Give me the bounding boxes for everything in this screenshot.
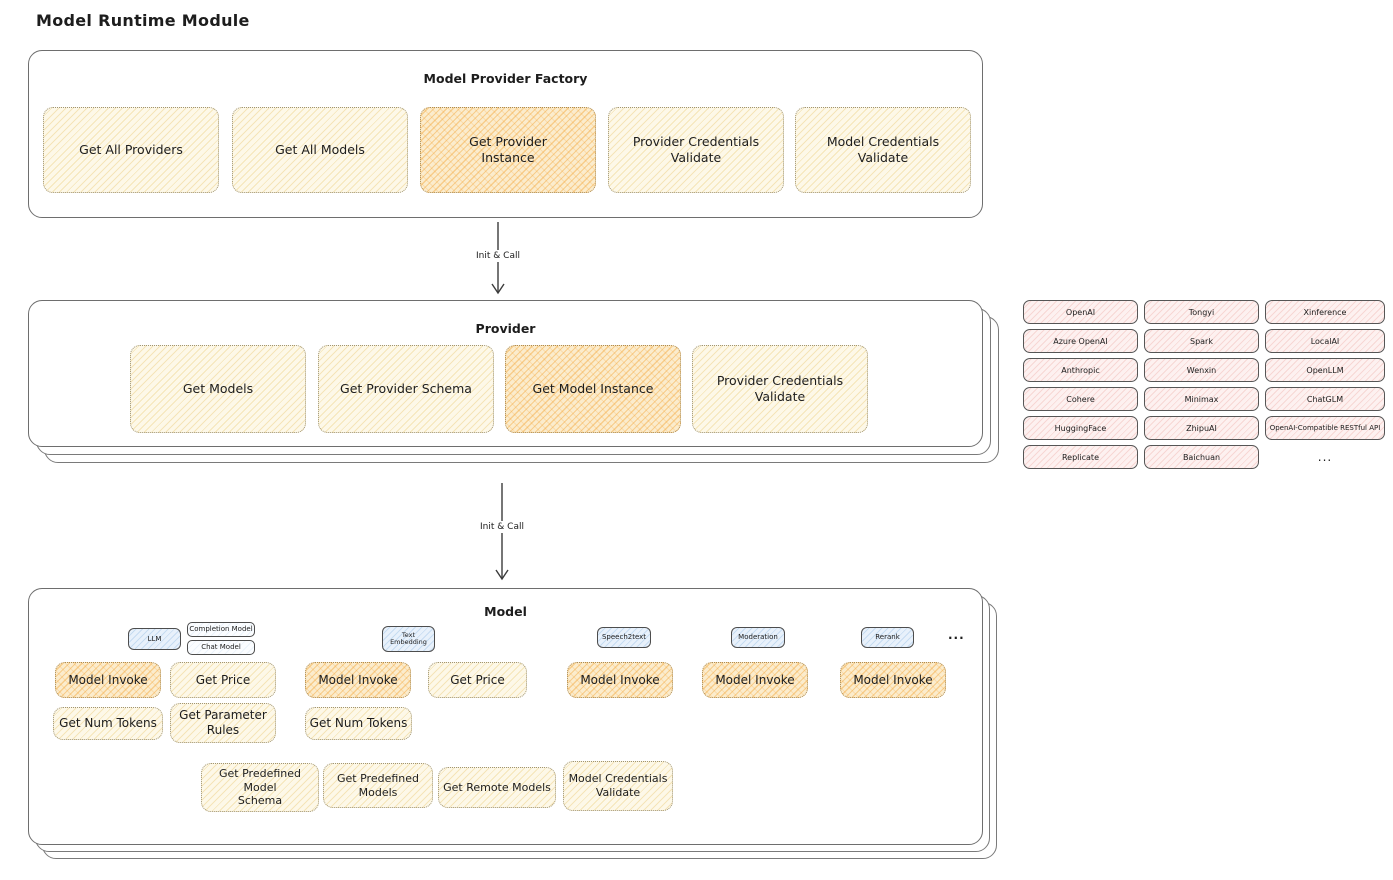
provider-item-more: ... xyxy=(1317,450,1333,464)
provider-item-openai-compatible-restful-api: OpenAI-Compatible RESTful API xyxy=(1265,416,1385,440)
diagram-title: Model Runtime Module xyxy=(36,11,250,30)
model-box-embed-get-price: Get Price xyxy=(428,662,527,698)
provider-item-spark: Spark xyxy=(1144,329,1259,353)
provider-item-openllm: OpenLLM xyxy=(1265,358,1385,382)
provider-item-tongyi: Tongyi xyxy=(1144,300,1259,324)
model-box-get-remote-models: Get Remote Models xyxy=(438,767,556,808)
provider-box-get-provider-schema: Get Provider Schema xyxy=(318,345,494,433)
factory-box-get-all-providers: Get All Providers xyxy=(43,107,219,193)
factory-box-get-all-models: Get All Models xyxy=(232,107,408,193)
model-box-embed-get-num-tokens: Get Num Tokens xyxy=(305,707,412,740)
provider-item-baichuan: Baichuan xyxy=(1144,445,1259,469)
provider-item-zhipuai: ZhipuAI xyxy=(1144,416,1259,440)
model-box-embed-model-invoke: Model Invoke xyxy=(305,662,411,698)
tag-llm: LLM xyxy=(128,628,181,650)
tag-text-embedding: Text Embedding xyxy=(382,626,435,652)
factory-title: Model Provider Factory xyxy=(423,71,588,86)
model-box-llm-get-price: Get Price xyxy=(170,662,276,698)
model-box-model-credentials-validate: Model Credentials Validate xyxy=(563,761,673,811)
tag-chat-model: Chat Model xyxy=(187,640,255,655)
provider-item-azure-openai: Azure OpenAI xyxy=(1023,329,1138,353)
provider-box-get-model-instance: Get Model Instance xyxy=(505,345,681,433)
provider-item-openai: OpenAI xyxy=(1023,300,1138,324)
provider-item-anthropic: Anthropic xyxy=(1023,358,1138,382)
tags-more: ... xyxy=(948,628,965,642)
providers-grid: OpenAI Tongyi Xinference Azure OpenAI Sp… xyxy=(1023,300,1385,469)
model-box-llm-model-invoke: Model Invoke xyxy=(55,662,161,698)
model-title: Model xyxy=(484,604,527,619)
model-box-moderation-model-invoke: Model Invoke xyxy=(702,662,808,698)
arrow-label-init-call-1: Init & Call xyxy=(472,250,524,262)
model-box-llm-get-num-tokens: Get Num Tokens xyxy=(53,707,163,740)
tag-rerank: Rerank xyxy=(861,627,914,648)
factory-box-model-credentials-validate: Model Credentials Validate xyxy=(795,107,971,193)
provider-box-get-models: Get Models xyxy=(130,345,306,433)
tag-completion-model: Completion Model xyxy=(187,622,255,637)
provider-item-wenxin: Wenxin xyxy=(1144,358,1259,382)
provider-box-provider-credentials-validate: Provider Credentials Validate xyxy=(692,345,868,433)
tag-speech2text: Speech2text xyxy=(597,627,651,648)
provider-item-replicate: Replicate xyxy=(1023,445,1138,469)
model-box-rerank-model-invoke: Model Invoke xyxy=(840,662,946,698)
provider-item-huggingface: HuggingFace xyxy=(1023,416,1138,440)
provider-item-chatglm: ChatGLM xyxy=(1265,387,1385,411)
model-box-get-predefined-models: Get Predefined Models xyxy=(323,763,433,808)
factory-box-provider-credentials-validate: Provider Credentials Validate xyxy=(608,107,784,193)
model-box-get-predefined-model-schema: Get Predefined Model Schema xyxy=(201,763,319,812)
provider-item-xinference: Xinference xyxy=(1265,300,1385,324)
model-box-speech-model-invoke: Model Invoke xyxy=(567,662,673,698)
provider-item-localai: LocalAI xyxy=(1265,329,1385,353)
provider-item-minimax: Minimax xyxy=(1144,387,1259,411)
arrow-label-init-call-2: Init & Call xyxy=(476,521,528,533)
tag-moderation: Moderation xyxy=(731,627,785,648)
factory-box-get-provider-instance: Get Provider Instance xyxy=(420,107,596,193)
model-box-llm-get-parameter-rules: Get Parameter Rules xyxy=(170,703,276,743)
provider-item-cohere: Cohere xyxy=(1023,387,1138,411)
provider-title: Provider xyxy=(475,321,536,336)
